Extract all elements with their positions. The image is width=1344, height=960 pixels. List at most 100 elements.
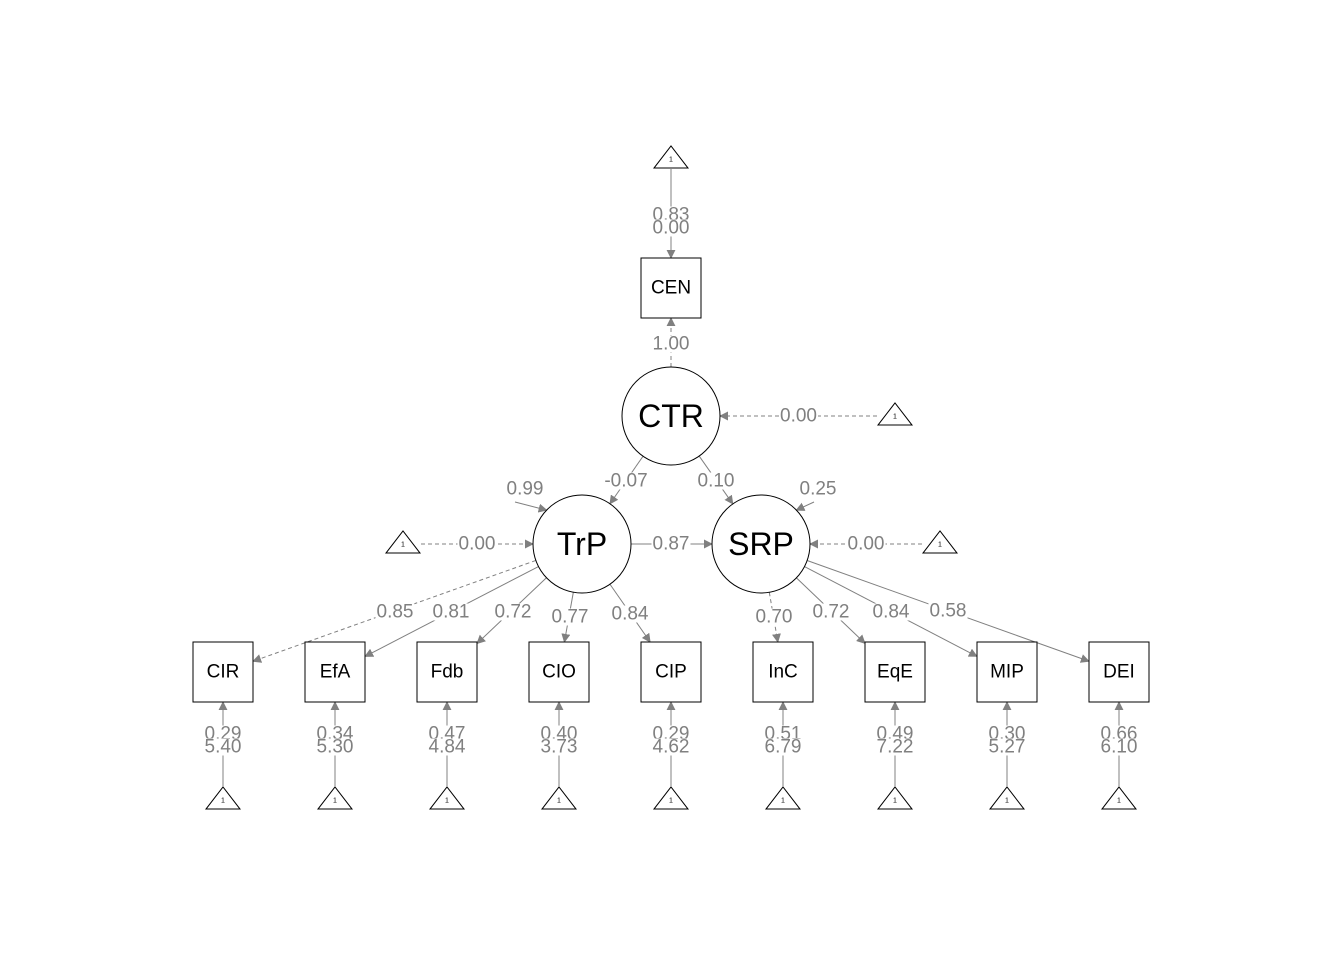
intercept-label: 1 xyxy=(1005,798,1009,805)
label-background xyxy=(603,472,649,490)
intercept-triangle-Fdb: 1 xyxy=(428,786,466,810)
manifest-label: EqE xyxy=(877,662,913,683)
manifest-label: EfA xyxy=(320,662,351,683)
manifest-box xyxy=(192,641,254,703)
intercept-label-EqE: 7.22 xyxy=(877,737,914,758)
intercept-triangle-SRP: 1 xyxy=(921,530,959,554)
loading-label-DEI: 0.58 xyxy=(930,601,967,622)
label-background xyxy=(431,603,471,621)
intercept-label-CIO: 3.73 xyxy=(541,737,578,758)
manifest-box xyxy=(640,641,702,703)
manifest-label: CIO xyxy=(542,662,576,683)
label-background xyxy=(651,335,691,353)
loading-label-CIR: 0.85 xyxy=(377,602,414,623)
intercept-label: 1 xyxy=(221,798,225,805)
latent-node-CTR: CTR xyxy=(621,366,721,466)
label-background xyxy=(315,738,355,756)
label-background xyxy=(987,738,1027,756)
latent-circle xyxy=(621,366,721,466)
intercept-triangle-EqE: 1 xyxy=(876,786,914,810)
manifest-box xyxy=(640,257,702,319)
label-background xyxy=(493,603,533,621)
manifest-label: CEN xyxy=(651,278,691,299)
intercept-triangle xyxy=(876,786,914,810)
intercept-triangle-CIO: 1 xyxy=(540,786,578,810)
label-background xyxy=(203,738,243,756)
label-background xyxy=(457,535,497,553)
label-background xyxy=(651,725,691,743)
intercept-triangle-TrP: 1 xyxy=(384,530,422,554)
intercept-triangle xyxy=(764,786,802,810)
loading-label-Fdb: 0.72 xyxy=(495,602,532,623)
intercept-triangle-EfA: 1 xyxy=(316,786,354,810)
loading-label-CIP: 0.84 xyxy=(612,604,649,625)
loading-label-InC: 0.70 xyxy=(756,607,793,628)
label-background xyxy=(779,407,818,425)
intercept-label: 1 xyxy=(1117,798,1121,805)
intercept-triangle-CTR: 1 xyxy=(876,402,914,426)
intercept-triangle xyxy=(384,530,422,554)
intercept-label-MIP: 5.27 xyxy=(989,737,1026,758)
label-background xyxy=(846,535,886,553)
loading-label-CEN: 1.00 xyxy=(653,334,690,355)
label-background xyxy=(763,738,803,756)
latent-circle xyxy=(532,494,632,594)
intercept-label-TrP: 0.00 xyxy=(459,534,496,555)
intercept-triangle-MIP: 1 xyxy=(988,786,1026,810)
manifest-node-Fdb: Fdb xyxy=(416,641,478,703)
intercept-triangle xyxy=(921,530,959,554)
manifest-box xyxy=(864,641,926,703)
label-background xyxy=(203,725,243,743)
label-background xyxy=(651,738,691,756)
intercept-label-EfA: 5.30 xyxy=(317,737,354,758)
label-background xyxy=(875,725,915,743)
label-background xyxy=(550,608,590,626)
label-background xyxy=(539,725,579,743)
residual-label-TrP: 0.99 xyxy=(507,479,544,500)
manifest-node-InC: InC xyxy=(752,641,814,703)
intercept-triangle-DEI: 1 xyxy=(1100,786,1138,810)
intercept-label-CIR: 5.40 xyxy=(205,737,242,758)
intercept-triangle xyxy=(652,786,690,810)
label-background xyxy=(610,605,650,623)
manifest-node-DEI: DEI xyxy=(1088,641,1150,703)
label-background xyxy=(754,608,794,626)
loading-label-CIO: 0.77 xyxy=(552,607,589,628)
intercept-label-Fdb: 4.84 xyxy=(429,737,466,758)
latent-circle xyxy=(711,494,811,594)
regression-label-TrP-SRP: 0.87 xyxy=(653,534,690,555)
intercept-label: 1 xyxy=(938,542,942,549)
residual-arrow-TrP xyxy=(514,501,548,513)
intercept-triangle xyxy=(540,786,578,810)
regression-label-CTR-SRP: 0.10 xyxy=(698,471,735,492)
intercept-label-InC: 6.79 xyxy=(765,737,802,758)
loading-label-EfA: 0.81 xyxy=(433,602,470,623)
intercept-triangle xyxy=(988,786,1026,810)
manifest-label: CIP xyxy=(655,662,687,683)
residual-arrow-SRP xyxy=(795,501,815,511)
label-background xyxy=(651,219,691,237)
intercept-triangle-InC: 1 xyxy=(764,786,802,810)
manifest-node-CIR: CIR xyxy=(192,641,254,703)
label-background xyxy=(427,738,467,756)
label-background xyxy=(539,738,579,756)
label-background xyxy=(875,738,915,756)
label-background xyxy=(651,535,691,553)
label-background xyxy=(505,480,545,498)
intercept-label: 1 xyxy=(669,157,673,164)
intercept-label-CTR: 0.00 xyxy=(780,406,817,427)
intercept-triangle-CIR: 1 xyxy=(204,786,242,810)
intercept-triangle xyxy=(652,145,690,169)
manifest-node-CIP: CIP xyxy=(640,641,702,703)
intercept-triangle xyxy=(428,786,466,810)
manifest-box xyxy=(528,641,590,703)
manifest-label: Fdb xyxy=(431,662,464,683)
intercept-triangle-CEN: 1 xyxy=(652,145,690,169)
loading-label-MIP: 0.84 xyxy=(873,602,910,623)
label-background xyxy=(763,725,803,743)
manifest-box xyxy=(752,641,814,703)
intercept-label-DEI: 6.10 xyxy=(1101,737,1138,758)
latent-node-TrP: TrP xyxy=(532,494,632,594)
manifest-label: InC xyxy=(768,662,798,683)
